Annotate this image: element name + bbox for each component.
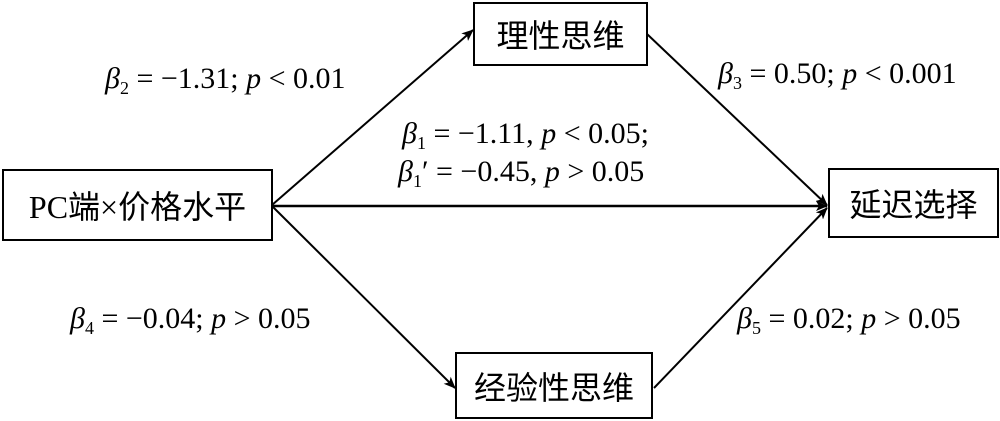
- label-beta1-prime: β1′ = −0.45, p > 0.05: [398, 155, 645, 191]
- arrow-rational-to-outcome: [646, 33, 828, 206]
- node-source: PC端×价格水平: [2, 169, 273, 241]
- arrow-source-to-rational: [271, 29, 474, 206]
- node-rational-thinking: 理性思维: [473, 2, 648, 66]
- node-experiential-thinking: 经验性思维: [455, 352, 653, 419]
- label-beta4: β4 = −0.04; p > 0.05: [70, 302, 311, 338]
- arrow-experiential-to-outcome: [653, 207, 828, 389]
- node-experiential-label: 经验性思维: [473, 369, 634, 406]
- node-rational-label: 理性思维: [496, 18, 625, 54]
- node-outcome: 延迟选择: [828, 168, 999, 238]
- label-beta1: β1 = −1.11, p < 0.05;: [402, 117, 649, 153]
- node-outcome-label: 延迟选择: [849, 187, 978, 223]
- node-source-label: PC端×价格水平: [28, 189, 247, 225]
- label-beta3: β3 = 0.50; p < 0.001: [718, 57, 957, 93]
- arrow-source-to-experiential: [271, 205, 456, 389]
- label-beta5: β5 = 0.02; p > 0.05: [737, 302, 961, 338]
- label-beta2: β2 = −1.31; p < 0.01: [105, 62, 346, 98]
